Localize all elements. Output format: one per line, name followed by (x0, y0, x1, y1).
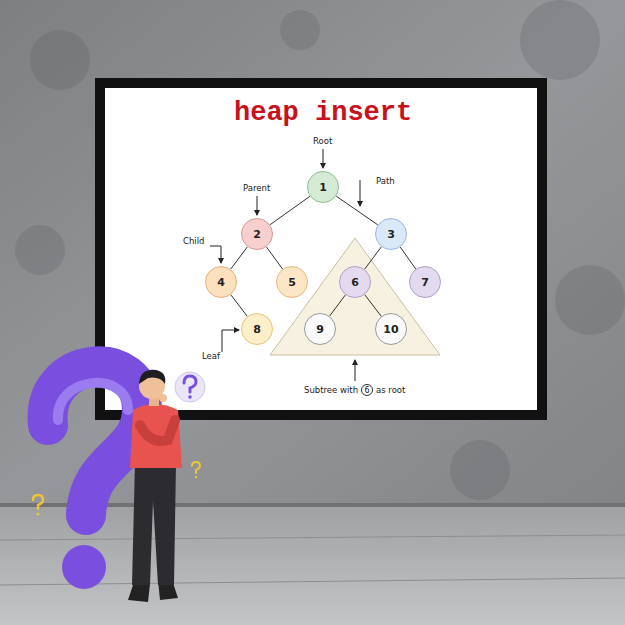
node-number: 7 (421, 276, 429, 289)
floor (0, 505, 625, 625)
bubble-question-mark (184, 376, 196, 392)
heap-node: 3 (375, 218, 407, 250)
node-number: 6 (351, 276, 359, 289)
leaf-leader (222, 330, 239, 352)
title: heap insert (234, 98, 412, 128)
question-mark-dot (62, 545, 106, 589)
hair (139, 370, 165, 384)
tree-edge (330, 295, 346, 316)
tree-edge (365, 295, 382, 317)
node-number: 10 (383, 323, 398, 336)
caption-text: Subtree with (304, 385, 358, 395)
node-number: 9 (316, 323, 324, 336)
path-leader (360, 180, 361, 206)
big-question-mark (48, 366, 142, 515)
tree-edge (336, 196, 378, 225)
tree-edge (231, 295, 248, 317)
part-label: Parent (243, 184, 270, 193)
poster-paper (105, 88, 537, 410)
subtree-leader (355, 360, 356, 381)
small-question-mark (192, 462, 200, 473)
head (139, 373, 165, 399)
parent-leader (257, 196, 258, 215)
tree-edge (400, 247, 416, 269)
floor-edge (0, 503, 625, 507)
child-leader (210, 246, 221, 263)
root-leader (323, 149, 324, 168)
trousers (132, 462, 176, 585)
node-number: 5 (288, 276, 296, 289)
node-number: 8 (253, 323, 261, 336)
part-label: Leaf (202, 352, 220, 361)
floor-lines (0, 535, 625, 585)
tree-edge (266, 247, 282, 269)
heap-node: 1 (307, 171, 339, 203)
heap-node: 5 (276, 266, 308, 298)
small-question-mark (33, 495, 43, 509)
node-number: 3 (387, 228, 395, 241)
question-mark-highlight (58, 383, 128, 420)
wall-texture (15, 0, 625, 500)
heap-node: 8 (241, 313, 273, 345)
shirt (130, 404, 182, 468)
node-number: 4 (217, 276, 225, 289)
heap-node: 7 (409, 266, 441, 298)
heap-node: 10 (375, 313, 407, 345)
node-number: 2 (253, 228, 261, 241)
thought-bubble (175, 372, 205, 402)
circled-number: 6 (361, 384, 373, 396)
heap-node: 4 (205, 266, 237, 298)
part-label: Path (376, 177, 395, 186)
tree-edge (365, 247, 382, 269)
heap-node: 2 (241, 218, 273, 250)
caption-text: as root (376, 385, 405, 395)
subtree-caption: Subtree with6as root (304, 384, 405, 396)
concrete-wall (0, 0, 625, 505)
poster-frame (95, 78, 547, 420)
node-number: 1 (319, 181, 327, 194)
part-label: Root (313, 137, 332, 146)
heap-node: 6 (339, 266, 371, 298)
subtree-triangle (270, 238, 440, 355)
heap-node: 9 (304, 313, 336, 345)
tree-edge (270, 196, 310, 224)
part-label: Child (183, 237, 204, 246)
tree-edge (231, 247, 248, 269)
